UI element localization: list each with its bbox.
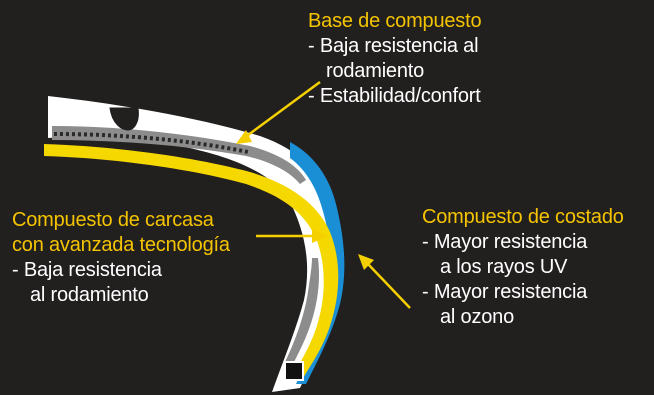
tire-carcass-yellow-layer bbox=[44, 144, 339, 380]
tire-tread-groove bbox=[109, 107, 139, 131]
carcass-compound-label: Compuesto de carcasa con avanzada tecnol… bbox=[12, 208, 230, 308]
base-compound-title: Base de compuesto bbox=[308, 10, 482, 32]
sidewall-compound-line-3: - Mayor resistencia bbox=[422, 281, 588, 303]
sidewall-compound-label: Compuesto de costado - Mayor resistencia… bbox=[422, 205, 624, 330]
carcass-compound-line-2: al rodamiento bbox=[30, 284, 149, 306]
carcass-compound-title-line-1: Compuesto de carcasa bbox=[12, 209, 214, 231]
carcass-compound-line-1: - Baja resistencia bbox=[12, 259, 162, 281]
carcass-compound-title-line-2: con avanzada tecnología bbox=[12, 234, 230, 256]
base-compound-line-1: - Baja resistencia al bbox=[308, 35, 479, 57]
base-compound-line-3: - Estabilidad/confort bbox=[308, 85, 481, 107]
tire-outer-white-layer bbox=[48, 96, 342, 392]
arrow-to-sidewall-compound bbox=[358, 254, 411, 309]
tire-bead-core bbox=[284, 361, 304, 381]
sidewall-compound-line-1: - Mayor resistencia bbox=[422, 231, 588, 253]
arrow-to-carcass-compound bbox=[256, 229, 328, 243]
tire-bead-gray-layer bbox=[284, 258, 320, 366]
sidewall-compound-title: Compuesto de costado bbox=[422, 206, 624, 228]
base-compound-line-2: rodamiento bbox=[326, 60, 425, 82]
base-compound-label: Base de compuesto - Baja resistencia al … bbox=[308, 9, 482, 109]
tire-base-gray-layer bbox=[52, 126, 306, 184]
sidewall-compound-line-4: al ozono bbox=[440, 306, 515, 328]
sidewall-compound-line-2: a los rayos UV bbox=[440, 256, 568, 278]
arrow-to-base-compound bbox=[236, 80, 321, 144]
